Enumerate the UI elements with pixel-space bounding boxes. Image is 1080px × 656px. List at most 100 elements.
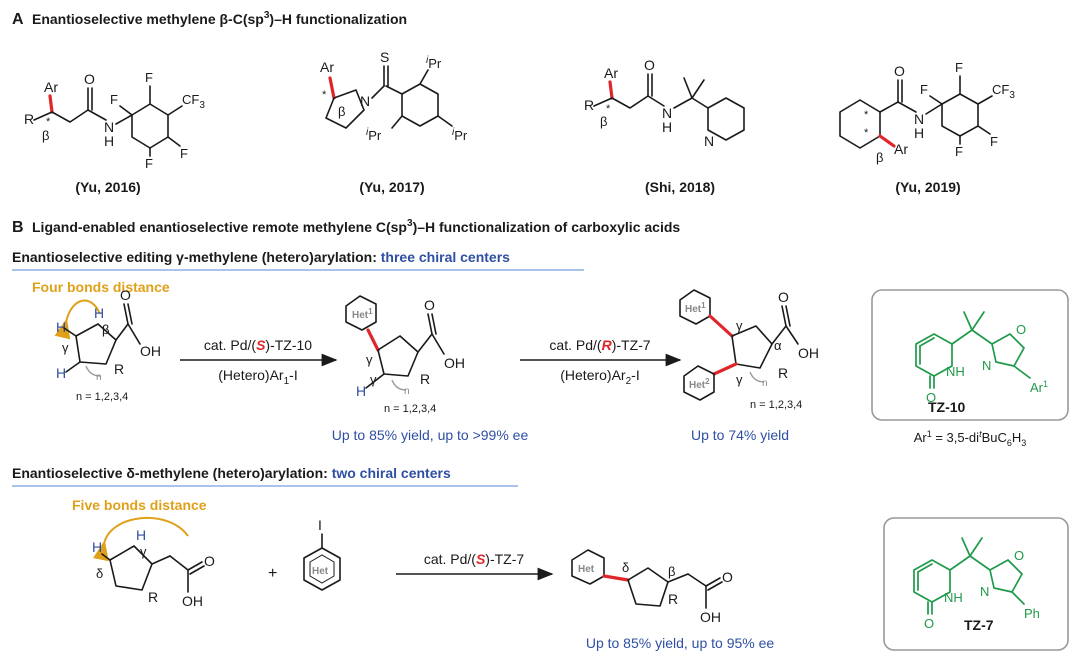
svg-text:CF3: CF3 <box>182 92 205 111</box>
svg-text:O: O <box>120 287 131 303</box>
svg-text:R: R <box>778 365 788 381</box>
gamma-product-di: Het1 γ γ Het2 α O OH R n n = 1,2,3,4 <box>679 289 819 411</box>
svg-text:Ar: Ar <box>894 141 908 157</box>
svg-text:H: H <box>92 539 102 555</box>
svg-text:CF3: CF3 <box>992 82 1015 101</box>
svg-text:F: F <box>955 144 963 159</box>
svg-text:O: O <box>84 71 95 87</box>
svg-text:R: R <box>668 591 678 607</box>
structure-yu-2016: Ar R β * O N H F F CF3 F F <box>24 70 205 171</box>
svg-text:*: * <box>606 103 611 115</box>
structure-yu-2019: * * O N H F F CF3 F F Ar β <box>839 60 1015 165</box>
svg-text:γ: γ <box>736 318 743 333</box>
svg-text:γ: γ <box>370 372 377 387</box>
svg-text:TZ-7: TZ-7 <box>964 617 994 633</box>
svg-text:H: H <box>662 119 672 135</box>
ligand-tz10: NH O O N Ar1 TZ-10 <box>915 311 1048 415</box>
svg-text:Het1: Het1 <box>352 307 373 321</box>
svg-text:n = 1,2,3,4: n = 1,2,3,4 <box>750 399 802 411</box>
svg-text:*: * <box>864 127 869 139</box>
delta-substrate: Five bonds distance H H γ δ R OH O <box>72 497 215 609</box>
panel-b-letter: B <box>12 219 24 236</box>
svg-text:H: H <box>94 305 104 321</box>
plus-sign: + <box>268 565 277 582</box>
structure-yu-2017: Ar * β N S iPr iPr iPr <box>320 49 468 143</box>
gamma-substrate: Four bonds distance H H β γ H O OH R n n… <box>32 279 170 403</box>
svg-text:N: N <box>360 93 370 109</box>
svg-text:O: O <box>204 553 215 569</box>
iodoarene-reagent: I Het <box>303 517 341 591</box>
svg-text:R: R <box>420 371 430 387</box>
svg-text:H: H <box>914 125 924 141</box>
panel-a-title: Enantioselective methylene β-C(sp3)–H fu… <box>32 10 407 27</box>
svg-text:iPr: iPr <box>426 55 442 71</box>
svg-text:Ar1: Ar1 <box>1030 379 1048 395</box>
step2-conditions-top: cat. Pd/(R)-TZ-7 <box>549 337 650 353</box>
svg-text:Het1: Het1 <box>685 301 706 315</box>
svg-text:Ph: Ph <box>1024 606 1040 621</box>
svg-text:iPr: iPr <box>366 127 382 143</box>
svg-text:iPr: iPr <box>452 127 468 143</box>
svg-text:Ar: Ar <box>320 59 334 75</box>
svg-text:*: * <box>322 89 327 101</box>
svg-text:S: S <box>380 49 389 65</box>
svg-text:γ: γ <box>366 352 373 367</box>
svg-text:β: β <box>42 128 49 143</box>
svg-text:n: n <box>762 378 768 389</box>
svg-text:OH: OH <box>700 609 721 625</box>
svg-text:F: F <box>180 146 188 161</box>
svg-text:H: H <box>136 527 146 543</box>
svg-text:O: O <box>894 63 905 79</box>
svg-text:F: F <box>145 70 153 85</box>
svg-text:γ: γ <box>62 340 69 355</box>
svg-text:R: R <box>148 589 158 605</box>
svg-text:OH: OH <box>182 593 203 609</box>
svg-text:n = 1,2,3,4: n = 1,2,3,4 <box>76 391 128 403</box>
svg-text:O: O <box>644 57 655 73</box>
svg-text:H: H <box>356 383 366 399</box>
svg-text:β: β <box>600 114 607 129</box>
svg-text:H: H <box>56 365 66 381</box>
delta-yield: Up to 85% yield, up to 95% ee <box>586 635 775 651</box>
svg-text:γ: γ <box>736 372 743 387</box>
svg-text:F: F <box>955 60 963 75</box>
svg-text:F: F <box>920 82 928 97</box>
ar1-definition: Ar1 = 3,5-ditBuC6H3 <box>914 429 1027 448</box>
svg-text:β: β <box>338 104 345 119</box>
delta-heading: Enantioselective δ-methylene (hetero)ary… <box>12 465 451 481</box>
ref-yu-2019: (Yu, 2019) <box>895 179 960 195</box>
svg-text:β: β <box>668 564 675 579</box>
svg-text:β: β <box>102 322 109 337</box>
ref-yu-2017: (Yu, 2017) <box>359 179 424 195</box>
svg-text:Het: Het <box>312 566 329 577</box>
gamma-yield-1: Up to 85% yield, up to >99% ee <box>332 427 529 443</box>
svg-text:O: O <box>926 390 936 405</box>
svg-text:OH: OH <box>140 343 161 359</box>
svg-text:O: O <box>722 569 733 585</box>
structure-shi-2018: Ar R β * O N H N <box>584 57 745 149</box>
svg-text:*: * <box>864 109 869 121</box>
svg-text:F: F <box>145 156 153 171</box>
svg-text:α: α <box>774 338 782 353</box>
gamma-product-mono: Het1 γ γ H O OH R n n = 1,2,3,4 <box>345 295 465 415</box>
svg-text:TZ-10: TZ-10 <box>928 399 966 415</box>
svg-text:O: O <box>1016 322 1026 337</box>
svg-text:R: R <box>24 111 34 127</box>
step2-conditions-bottom: (Hetero)Ar2-I <box>560 367 639 387</box>
ref-shi-2018: (Shi, 2018) <box>645 179 715 195</box>
svg-text:N: N <box>704 133 714 149</box>
ligand-tz7: NH O O N Ph TZ-7 <box>913 537 1040 633</box>
svg-text:O: O <box>424 297 435 313</box>
svg-text:N: N <box>914 111 924 127</box>
svg-text:R: R <box>584 97 594 113</box>
svg-text:NH: NH <box>944 590 963 605</box>
panel-b-title: Ligand-enabled enantioselective remote m… <box>32 218 680 235</box>
svg-text:F: F <box>990 134 998 149</box>
svg-text:N: N <box>104 119 114 135</box>
svg-text:δ: δ <box>622 560 629 575</box>
svg-text:*: * <box>46 116 51 128</box>
svg-text:n = 1,2,3,4: n = 1,2,3,4 <box>384 403 436 415</box>
svg-text:OH: OH <box>444 355 465 371</box>
svg-text:I: I <box>318 517 322 533</box>
